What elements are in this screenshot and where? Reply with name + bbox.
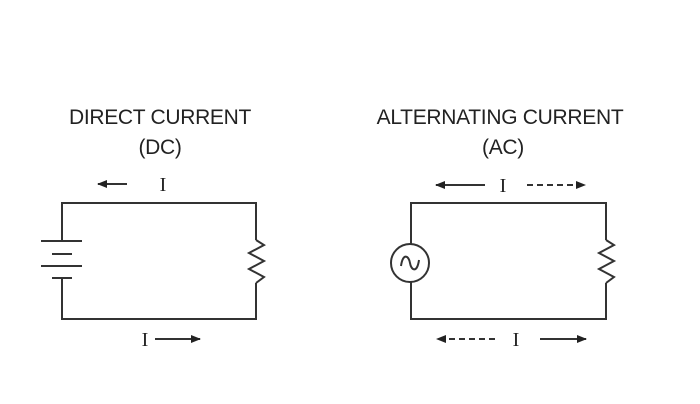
dc-circuit: DIRECT CURRENT (DC) I I	[41, 106, 267, 351]
dc-current-label-top: I	[160, 174, 167, 196]
battery-icon	[41, 240, 82, 279]
ac-current-label-bottom: I	[513, 329, 520, 351]
dc-wire	[61, 202, 257, 320]
resistor-icon	[596, 239, 617, 284]
ac-wire	[410, 202, 607, 320]
ac-title: ALTERNATING CURRENT	[377, 106, 624, 129]
ac-current-label-top: I	[500, 175, 507, 197]
ac-subtitle: (AC)	[482, 136, 524, 159]
ac-source-icon	[390, 243, 430, 283]
ac-circuit: ALTERNATING CURRENT (AC) I I	[377, 106, 624, 351]
dc-current-label-bottom: I	[142, 329, 149, 351]
resistor-icon	[246, 239, 267, 284]
dc-subtitle: (DC)	[138, 136, 181, 159]
dc-title: DIRECT CURRENT	[69, 106, 252, 129]
